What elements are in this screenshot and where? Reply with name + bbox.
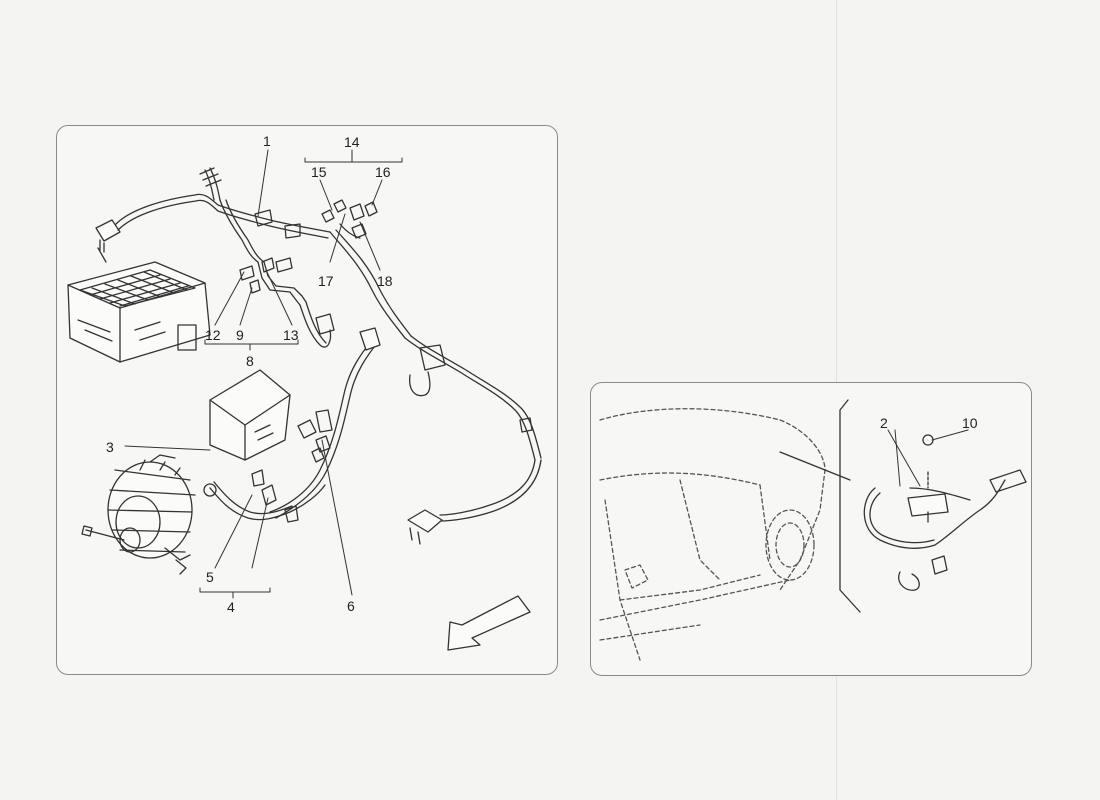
callout-18: 18 xyxy=(377,273,393,289)
alternator-cover xyxy=(209,369,291,461)
direction-arrow xyxy=(447,595,531,651)
callout-17: 17 xyxy=(318,273,334,289)
callout-3: 3 xyxy=(106,439,114,455)
callout-5: 5 xyxy=(206,569,214,585)
callout-1: 1 xyxy=(263,133,271,149)
inset-harness xyxy=(863,469,1027,591)
alternator xyxy=(81,454,196,575)
callout-labels: 1 14 15 16 17 18 12 9 13 8 3 5 4 6 2 10 xyxy=(106,133,978,615)
callout-2: 2 xyxy=(880,415,888,431)
callout-8: 8 xyxy=(246,353,254,369)
callout-14: 14 xyxy=(344,134,360,150)
callout-12: 12 xyxy=(205,327,221,343)
callout-9: 9 xyxy=(236,327,244,343)
fuse-box xyxy=(67,261,211,363)
callout-6: 6 xyxy=(347,598,355,614)
fuse-box-connector xyxy=(95,219,121,263)
harness-6 xyxy=(269,327,446,519)
callout-15: 15 xyxy=(311,164,327,180)
main-harness xyxy=(115,167,542,545)
alternator-cable xyxy=(203,469,326,523)
callout-13: 13 xyxy=(283,327,299,343)
pointer-line xyxy=(779,451,851,481)
callout-16: 16 xyxy=(375,164,391,180)
leader-lines xyxy=(124,149,969,599)
car-outline xyxy=(599,408,826,661)
main-diagram-panel xyxy=(56,125,558,675)
callout-10: 10 xyxy=(962,415,978,431)
inset-divider xyxy=(839,399,861,613)
callout-4: 4 xyxy=(227,599,235,615)
